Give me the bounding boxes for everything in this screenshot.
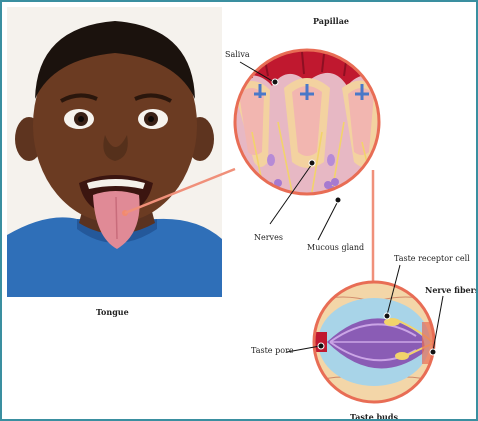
label-nerve-fibers: Nerve fibers: [425, 285, 478, 295]
papillae-circle: [232, 47, 382, 197]
pointer-mucous-gland: [318, 197, 341, 240]
label-papillae: Papillae: [313, 16, 349, 26]
label-taste-pore: Taste pore: [251, 346, 294, 356]
label-saliva: Saliva: [225, 50, 250, 60]
label-tongue: Tongue: [96, 307, 129, 317]
label-taste-buds: Taste buds: [350, 412, 398, 421]
label-nerves: Nerves: [254, 233, 283, 243]
connector-tongue-papillae: [125, 169, 235, 213]
label-mucous-gland: Mucous gland: [307, 243, 364, 253]
label-taste-receptor-cell: Taste receptor cell: [394, 254, 470, 264]
